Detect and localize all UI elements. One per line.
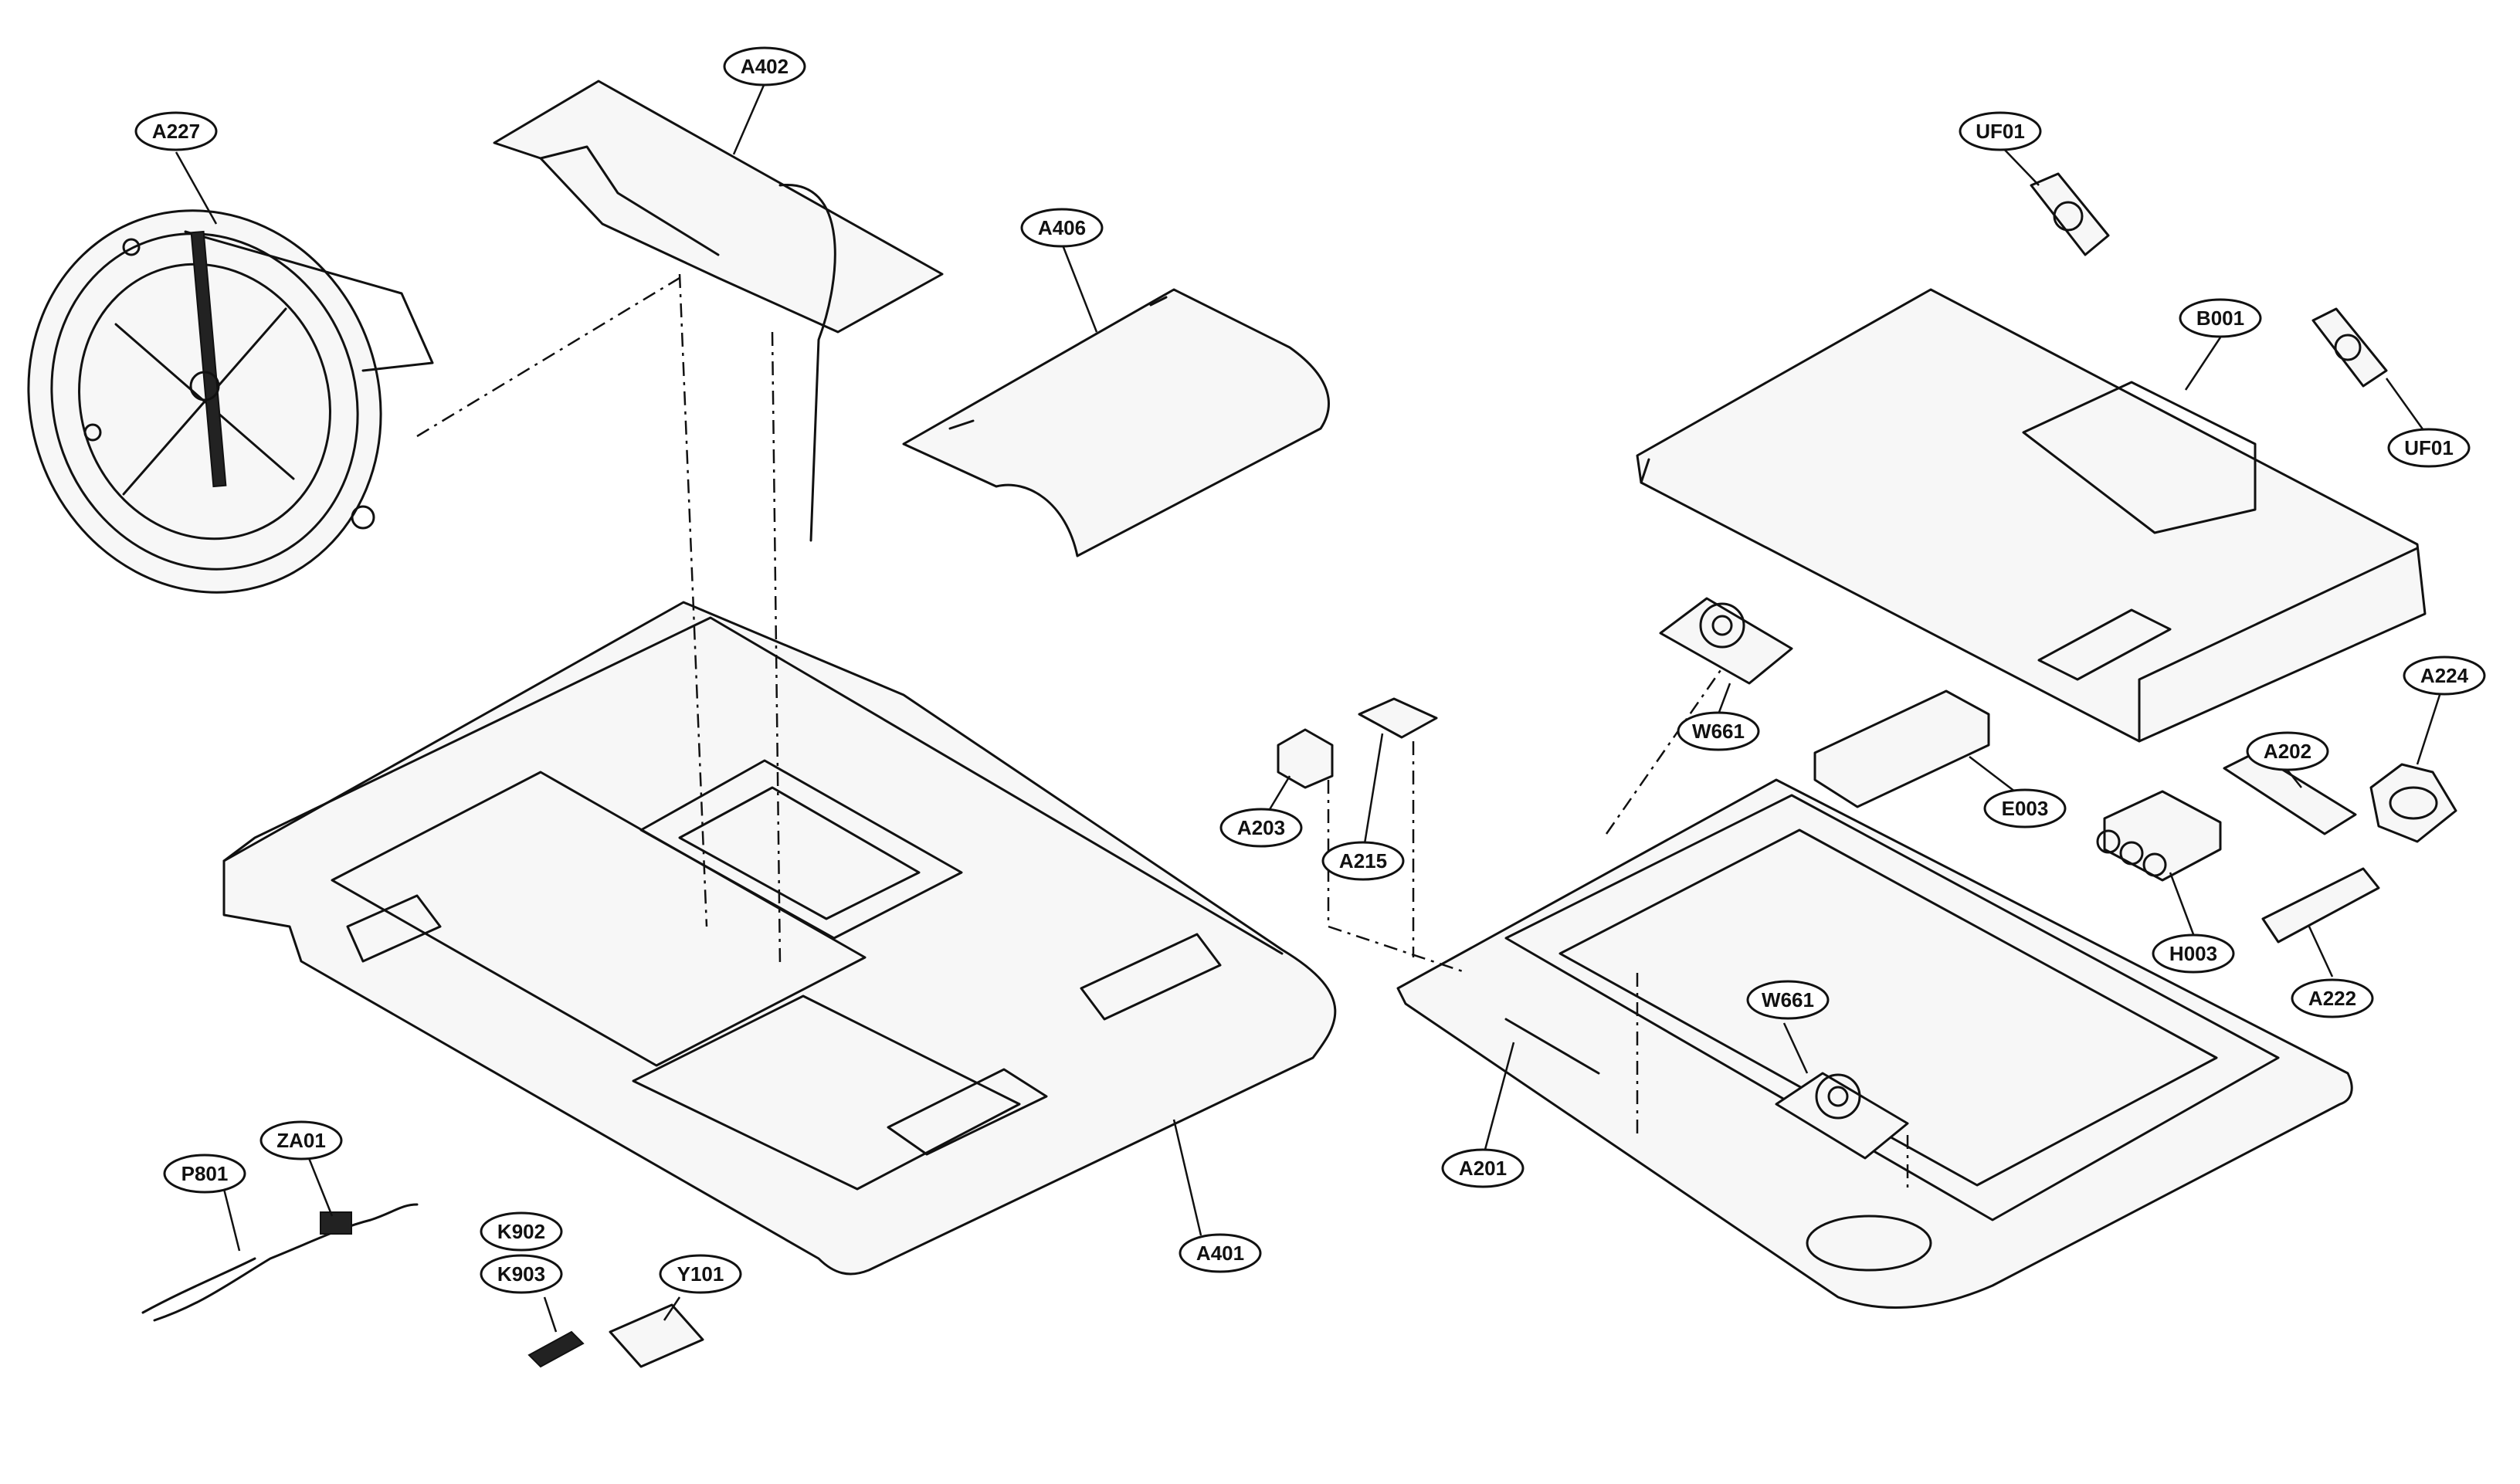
label-uf01-top-text: UF01 <box>1976 120 2025 143</box>
callout-k903: K903 <box>480 1254 563 1294</box>
callout-p801: P801 <box>163 1154 246 1194</box>
stand-base-part <box>27 209 434 594</box>
callout-a401: A401 <box>1179 1233 1262 1273</box>
callout-a224: A224 <box>2403 656 2486 696</box>
callout-y101: Y101 <box>659 1254 742 1294</box>
board-a215-part <box>1358 697 1438 739</box>
callout-k902: K902 <box>480 1211 563 1252</box>
switch-a203-part <box>1277 728 1334 789</box>
shield-cover-part <box>902 288 1330 557</box>
callout-a227: A227 <box>134 111 218 151</box>
label-b001-text: B001 <box>2196 307 2244 330</box>
callout-za01: ZA01 <box>259 1120 343 1160</box>
callout-e003: E003 <box>1983 788 2067 828</box>
callout-a215: A215 <box>1321 841 1405 881</box>
jack-board-a222-part <box>2261 867 2380 944</box>
assembly-lines <box>416 273 1909 1189</box>
terminal-h003-part <box>2096 790 2222 882</box>
label-y101-text: Y101 <box>677 1262 724 1286</box>
callout-uf01-right: UF01 <box>2387 428 2471 468</box>
label-k903-text: K903 <box>497 1262 545 1286</box>
main-chassis-part <box>1636 288 2427 743</box>
label-a222-text: A222 <box>2308 987 2356 1010</box>
callout-w661-top: W661 <box>1677 711 1760 751</box>
bracket-a202-part <box>2223 751 2357 835</box>
label-h003-text: H003 <box>2169 942 2217 965</box>
manual-y101-part <box>609 1303 704 1368</box>
label-uf01-right-text: UF01 <box>2404 436 2454 459</box>
label-a224-text: A224 <box>2420 664 2469 687</box>
callout-a222: A222 <box>2291 978 2374 1018</box>
callout-b001: B001 <box>2179 298 2262 338</box>
label-k902-text: K902 <box>497 1220 545 1243</box>
callout-a203: A203 <box>1219 808 1303 848</box>
label-a401-text: A401 <box>1196 1242 1244 1265</box>
label-a203-text: A203 <box>1237 816 1285 839</box>
label-a402-text: A402 <box>741 55 789 78</box>
callout-a406: A406 <box>1020 208 1104 248</box>
speaker-w661-bottom-part <box>1775 1072 1909 1160</box>
label-za01-text: ZA01 <box>276 1129 326 1152</box>
label-w661-bottom-text: W661 <box>1762 988 1814 1011</box>
label-a406-text: A406 <box>1038 216 1086 239</box>
front-cabinet-part <box>1396 778 2353 1309</box>
label-e003-text: E003 <box>2002 797 2049 820</box>
label-p801-text: P801 <box>181 1162 229 1185</box>
speaker-uf01-top-part <box>2030 172 2110 256</box>
speaker-uf01-right-part <box>2311 307 2388 388</box>
callout-h003: H003 <box>2152 933 2235 974</box>
power-unit-e003-part <box>1813 689 1990 808</box>
label-a215-text: A215 <box>1339 849 1387 872</box>
callout-a402: A402 <box>723 46 806 86</box>
stand-a224-part <box>2369 763 2457 843</box>
remote-k903-part <box>527 1330 585 1368</box>
label-a202-text: A202 <box>2264 740 2311 763</box>
label-a201-text: A201 <box>1459 1157 1507 1180</box>
label-a227-text: A227 <box>152 120 200 143</box>
rear-cabinet-part <box>222 601 1337 1276</box>
callout-a202: A202 <box>2246 731 2329 771</box>
callout-w661-bottom: W661 <box>1746 980 1830 1020</box>
rear-cover-panel-part <box>493 80 944 542</box>
callout-uf01-top: UF01 <box>1959 111 2042 151</box>
power-cord-p801-part <box>141 1203 419 1322</box>
leader-lines <box>175 83 2442 1333</box>
speaker-w661-top-part <box>1659 597 1793 685</box>
label-w661-top-text: W661 <box>1692 720 1745 743</box>
callout-a201: A201 <box>1441 1148 1525 1188</box>
